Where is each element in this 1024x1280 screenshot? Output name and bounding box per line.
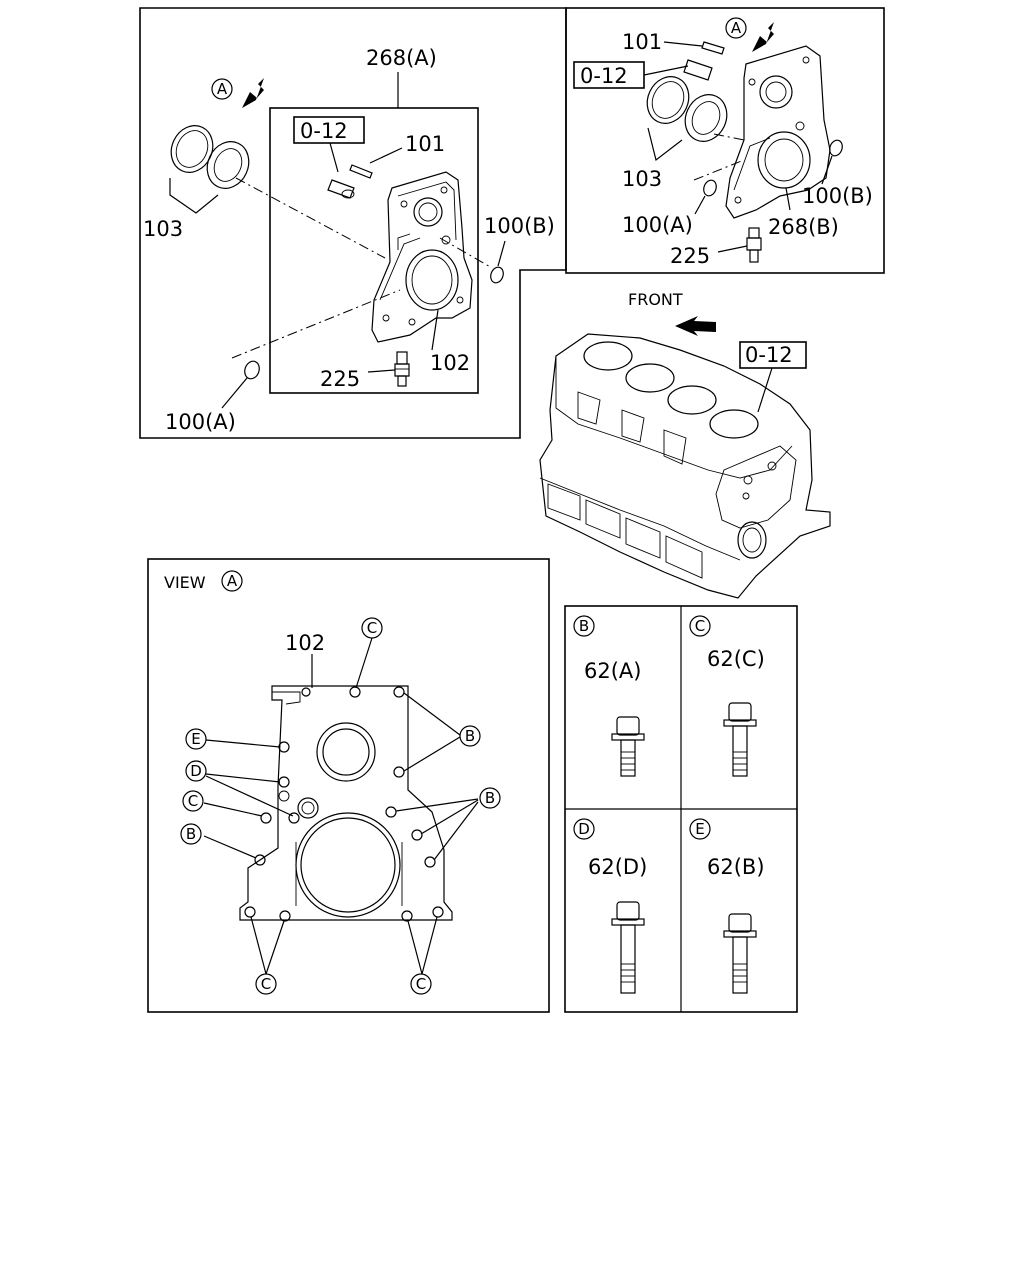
svg-text:D: D xyxy=(190,762,202,780)
ref-box-left xyxy=(293,116,365,144)
svg-text:E: E xyxy=(191,730,200,748)
front-arrow-icon xyxy=(675,316,716,336)
stud-101-right xyxy=(701,41,725,55)
callout-b-right-mid: B xyxy=(479,787,501,809)
bolt-table: B 62(A) C 62(C) xyxy=(564,605,798,1013)
sensor-right xyxy=(683,59,713,81)
oring-100b-right xyxy=(829,139,843,157)
bolt-part-62b: 62(B) xyxy=(707,855,765,879)
label-101-right: 101 xyxy=(622,30,662,54)
plug-225-right xyxy=(746,227,762,263)
label-101-left: 101 xyxy=(405,132,445,156)
oring-100a-right xyxy=(703,179,717,197)
panel-exploded-b: A 101 0-12 103 xyxy=(565,7,885,274)
bolt-icon xyxy=(611,716,645,777)
view-marker-circle xyxy=(221,570,243,592)
callout-c-top: C xyxy=(361,617,383,639)
panel-view-a: VIEW A 102 xyxy=(147,558,550,1013)
label-225-right: 225 xyxy=(670,244,710,268)
view-title: VIEW xyxy=(164,573,206,592)
ref-box-engine xyxy=(739,341,807,369)
seal-103-left xyxy=(169,125,250,214)
label-103-right: 103 xyxy=(622,167,662,191)
label-103-left: 103 xyxy=(143,217,183,241)
oring-100b-left xyxy=(490,266,504,284)
callout-c-left: C xyxy=(182,790,204,812)
view-marker: A xyxy=(227,572,238,590)
engine-block: FRONT 0-12 xyxy=(539,290,831,599)
callout-d-left: D xyxy=(185,760,207,782)
svg-text:B: B xyxy=(465,727,475,745)
label-268b: 268(B) xyxy=(768,215,839,239)
svg-text:A: A xyxy=(731,19,742,37)
bolt-holes xyxy=(244,686,444,922)
callout-c-bottom-right: C xyxy=(410,973,432,995)
callout-leaders xyxy=(203,637,479,975)
bolt-cell-d: D 62(D) xyxy=(573,818,647,994)
front-label: FRONT xyxy=(628,290,683,309)
label-102-view: 102 xyxy=(285,631,325,655)
bolt-part-62c: 62(C) xyxy=(707,647,765,671)
view-a-marker-right: A xyxy=(725,17,774,52)
arrow-icon xyxy=(242,78,264,108)
bolt-cell-b: B 62(A) xyxy=(573,615,645,777)
svg-text:C: C xyxy=(416,975,426,993)
label-ref-left: 0-12 xyxy=(300,119,348,143)
callout-c-bottom-left: C xyxy=(255,973,277,995)
svg-text:B: B xyxy=(579,617,589,635)
label-ref-right: 0-12 xyxy=(580,64,628,88)
bolt-part-62a: 62(A) xyxy=(584,659,641,683)
label-225-left: 225 xyxy=(320,367,360,391)
bolt-icon xyxy=(611,901,645,994)
svg-text:E: E xyxy=(695,820,704,838)
oring-100a-left xyxy=(244,360,260,380)
callout-b-right-top: B xyxy=(459,725,481,747)
label-100a-right: 100(A) xyxy=(622,213,693,237)
stud-101-left xyxy=(327,164,373,199)
gasket-102 xyxy=(239,685,453,921)
svg-text:C: C xyxy=(261,975,271,993)
svg-text:D: D xyxy=(578,820,590,838)
svg-text:B: B xyxy=(186,825,196,843)
bolt-icon xyxy=(723,913,757,994)
label-268a: 268(A) xyxy=(366,46,437,70)
bolt-cell-c: C 62(C) xyxy=(689,615,765,777)
front-cover-268b xyxy=(725,45,831,219)
bolt-cell-e: E 62(B) xyxy=(689,818,765,994)
bolt-part-62d: 62(D) xyxy=(588,855,647,879)
svg-text:B: B xyxy=(485,789,495,807)
svg-text:C: C xyxy=(188,792,198,810)
panel-exploded-a: 268(A) A 103 0-12 101 xyxy=(139,7,567,439)
svg-text:A: A xyxy=(217,80,228,98)
plug-225-left xyxy=(394,351,410,387)
svg-text:C: C xyxy=(695,617,705,635)
label-100b-right: 100(B) xyxy=(802,184,873,208)
svg-text:C: C xyxy=(367,619,377,637)
view-a-marker-left: A xyxy=(211,78,264,108)
label-100b-left: 100(B) xyxy=(484,214,555,238)
label-ref-engine: 0-12 xyxy=(745,343,793,367)
front-cover-268a xyxy=(371,171,473,343)
label-100a-left: 100(A) xyxy=(165,410,236,434)
seal-103-right xyxy=(646,76,728,162)
callout-b-left: B xyxy=(180,823,202,845)
arrow-icon xyxy=(752,22,774,52)
callout-e-left: E xyxy=(185,728,207,750)
bolt-icon xyxy=(723,702,757,777)
label-102-left: 102 xyxy=(430,351,470,375)
